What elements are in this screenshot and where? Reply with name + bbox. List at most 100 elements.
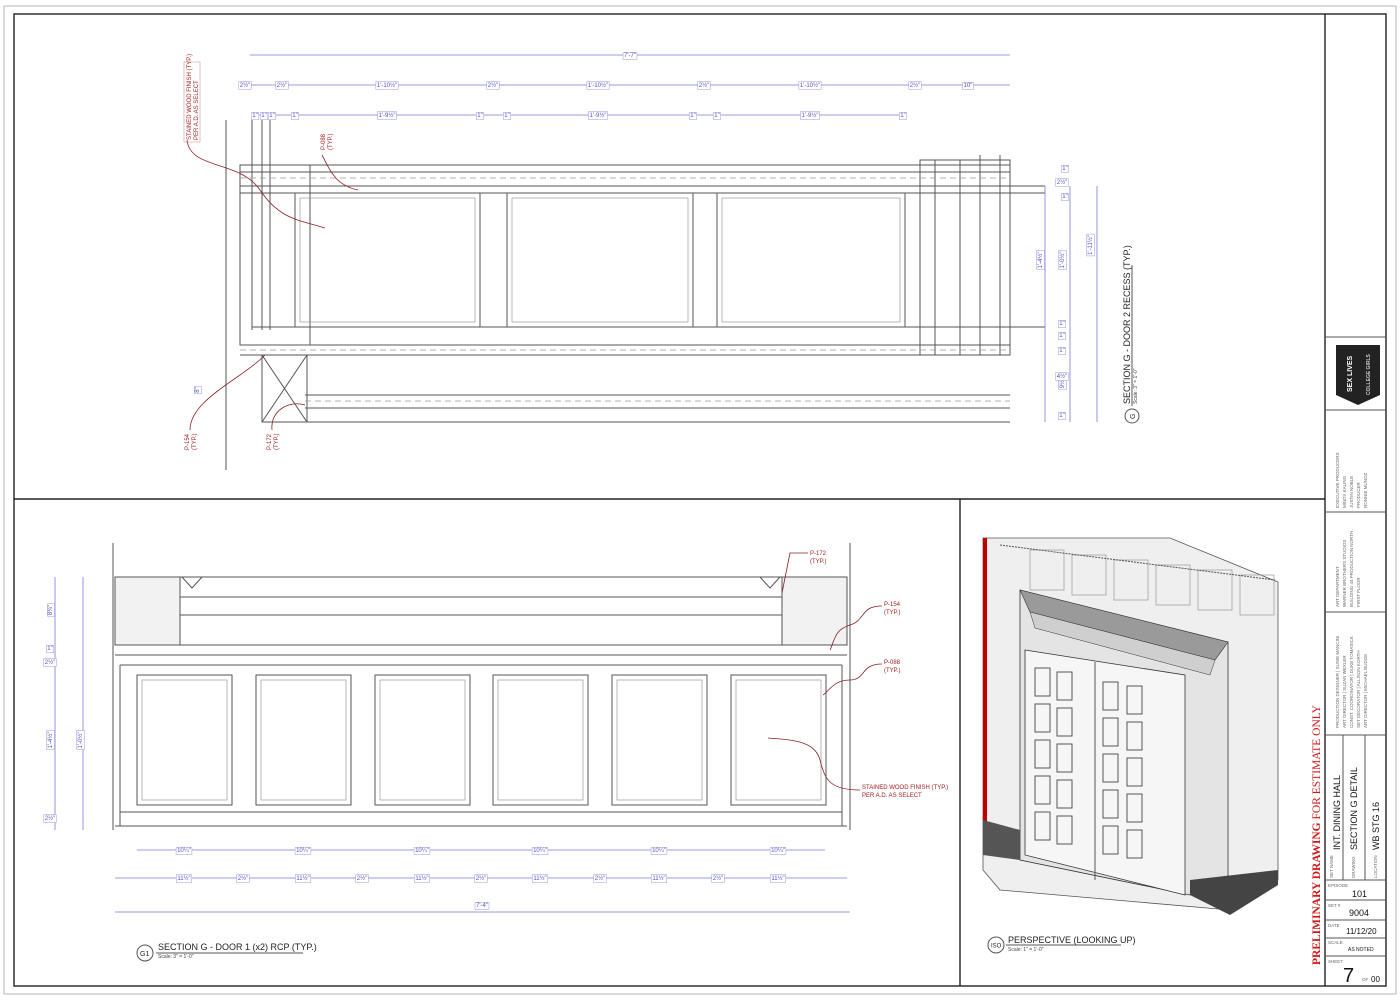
note-stained-wood-finish: STAINED WOOD FINISH (TYP.)	[187, 54, 193, 140]
dimension-text: 1"	[252, 113, 257, 119]
dimension-label: 1'-10½"	[586, 81, 610, 90]
dimension-label: 10¼"	[769, 847, 787, 855]
title-block-line: CONST. COORDINATOR | DUKE TOMASICK	[1349, 636, 1354, 728]
dimension-text: 1'-0½"	[1059, 252, 1066, 269]
dimension-text: 7'-4"	[476, 903, 488, 909]
door-panel	[1034, 811, 1051, 841]
top-view-section-g-door-2-recess: 7'-7"2½"2½"1'-10½"2½"1'-10½"2½"1'-10½"2½…	[183, 52, 1140, 470]
set-name-value: INT. DINING HALL	[1332, 775, 1342, 850]
door-panel	[1102, 789, 1119, 819]
logo-text: SEX LIVES	[1347, 355, 1354, 392]
view-tag: G	[1130, 414, 1137, 419]
dimension-label: 10¼"	[294, 847, 312, 855]
dimension-label: 1'-4½"	[46, 730, 55, 750]
wall-panel	[294, 192, 481, 328]
dimension-label: 2½"	[355, 874, 369, 883]
title-block-line: SET DECORATOR | ALLISON KORTH	[1356, 650, 1361, 728]
dimension-text: 11½"	[533, 875, 546, 882]
title-block-line: PRODUCER	[1356, 481, 1361, 508]
dimension-text: 2½"	[357, 875, 367, 882]
note-typ: (TYP.)	[884, 610, 901, 616]
dimension-text: 1"	[261, 113, 266, 119]
dimension-text: 1'-9½"	[590, 112, 607, 119]
title-block-line: FIRST FLOOR	[1356, 577, 1361, 607]
dimension-text: 1'-4½"	[47, 732, 54, 749]
dimension-text: 2½"	[277, 82, 287, 89]
view-title: SECTION G - DOOR 1 (x2) RCP (TYP.)	[158, 942, 317, 952]
dimension-text: 8"	[195, 387, 201, 392]
dimension-label: 1"	[713, 112, 721, 120]
dimension-text: 10¼"	[771, 848, 785, 854]
view-scale: Scale: 3" = 1'-0"	[158, 954, 194, 960]
dimension-text: 11½"	[415, 875, 428, 882]
dimension-text: 9½"	[1059, 378, 1066, 388]
iso-perspective-view: ISO PERSPECTIVE (LOOKING UP) Scale: 1" =…	[982, 537, 1279, 954]
dimension-text: 4½"	[1057, 373, 1067, 380]
door-panel	[1034, 775, 1051, 805]
view-scale: Scale: 3" = 1'-0"	[1133, 368, 1139, 404]
dimension-text: 1'-10½"	[800, 82, 820, 89]
date-value: 11/12/20	[1346, 927, 1377, 936]
dimension-label: 1"	[476, 112, 484, 120]
dimension-text: 10¼"	[415, 848, 429, 854]
note-p154: P-154	[884, 602, 901, 608]
dimension-text: 1"	[477, 113, 482, 119]
dimension-label: 1"	[503, 112, 511, 120]
title-block-line: EXECUTIVE PRODUCERS	[1335, 452, 1340, 508]
inner-border	[13, 13, 1387, 987]
preliminary-stamp: PRELIMINARY DRAWING FOR ESTIMATE ONLY	[1311, 704, 1323, 965]
title-block-line: PRODUCTION DESIGNER | SUSIE MANCINI	[1335, 636, 1340, 728]
dimension-text: 11½"	[771, 875, 784, 882]
svg-text:COLLEGE GIRLS: COLLEGE GIRLS	[1366, 354, 1372, 396]
note-p172: P-172	[810, 551, 827, 557]
scale-value: AS NOTED	[1348, 947, 1374, 953]
dimension-text: 1"	[1059, 348, 1064, 354]
note-typ: (TYP.)	[810, 559, 827, 565]
wall-panel	[506, 192, 694, 328]
dimension-text: 10"	[964, 83, 973, 89]
note-p154: P-154	[185, 433, 191, 450]
dimension-label: 2½"	[43, 658, 57, 667]
dimension-text: 10¼"	[177, 848, 191, 854]
top-notes: STAINED WOOD FINISH (TYP.) PER A.D. AS S…	[183, 54, 359, 450]
dimension-text: 8¾"	[48, 605, 54, 615]
dimension-text: 10¼"	[296, 848, 310, 854]
dimension-label: 2½"	[43, 814, 57, 823]
dimension-label: 2½"	[236, 874, 250, 883]
dimension-text: 1"	[269, 113, 274, 119]
top-view-title: G SECTION G - DOOR 2 RECESS (TYP.) Scale…	[1122, 245, 1140, 424]
dimension-label: 10¼"	[531, 847, 549, 855]
door-panel	[1034, 667, 1051, 697]
dimension-label: 1'-10½"	[375, 81, 399, 90]
dimension-label: 8¾"	[47, 603, 55, 617]
dimension-label: 1"	[251, 112, 259, 120]
location-label: LOCATION	[1373, 855, 1378, 878]
dimension-label: 1'-0½"	[76, 730, 85, 750]
dimension-text: 1"	[1062, 194, 1067, 200]
dimension-label: 1'-4½"	[1036, 250, 1045, 270]
note-stained-wood-finish: STAINED WOOD FINISH (TYP.)	[862, 785, 948, 791]
dimension-text: 1'-0½"	[77, 732, 84, 749]
door-panel	[1034, 703, 1051, 733]
door-panel	[1102, 825, 1119, 855]
dimension-label: 2½"	[238, 81, 252, 90]
dimension-label: 2½"	[275, 81, 289, 90]
dimension-label: 1"	[260, 112, 268, 120]
view-title: PERSPECTIVE (LOOKING UP)	[1008, 935, 1136, 945]
dimension-label: 2½"	[1055, 178, 1069, 187]
dimension-text: 1"	[900, 113, 905, 119]
door-panel	[1056, 707, 1073, 737]
dimension-text: 2½"	[595, 875, 605, 882]
dimension-label: 10¼"	[650, 847, 668, 855]
dimension-label: 1"	[1061, 193, 1069, 201]
dimension-label: 2½"	[697, 81, 711, 90]
title-block-line: ART DEPARTMENT	[1335, 566, 1340, 607]
dimension-text: 1"	[1062, 166, 1067, 172]
dimension-label: 1"	[1058, 347, 1066, 355]
sheet-number: 7	[1343, 965, 1354, 987]
dimension-label: 1'-9½"	[588, 111, 608, 120]
note-typ: (TYP.)	[274, 433, 280, 450]
set-name-label: SET NAME	[1329, 855, 1334, 878]
dimension-label: 1'-11½"	[1086, 233, 1095, 257]
title-block-line: BUILDING 44 PRODUCTION NORTH	[1349, 531, 1354, 607]
